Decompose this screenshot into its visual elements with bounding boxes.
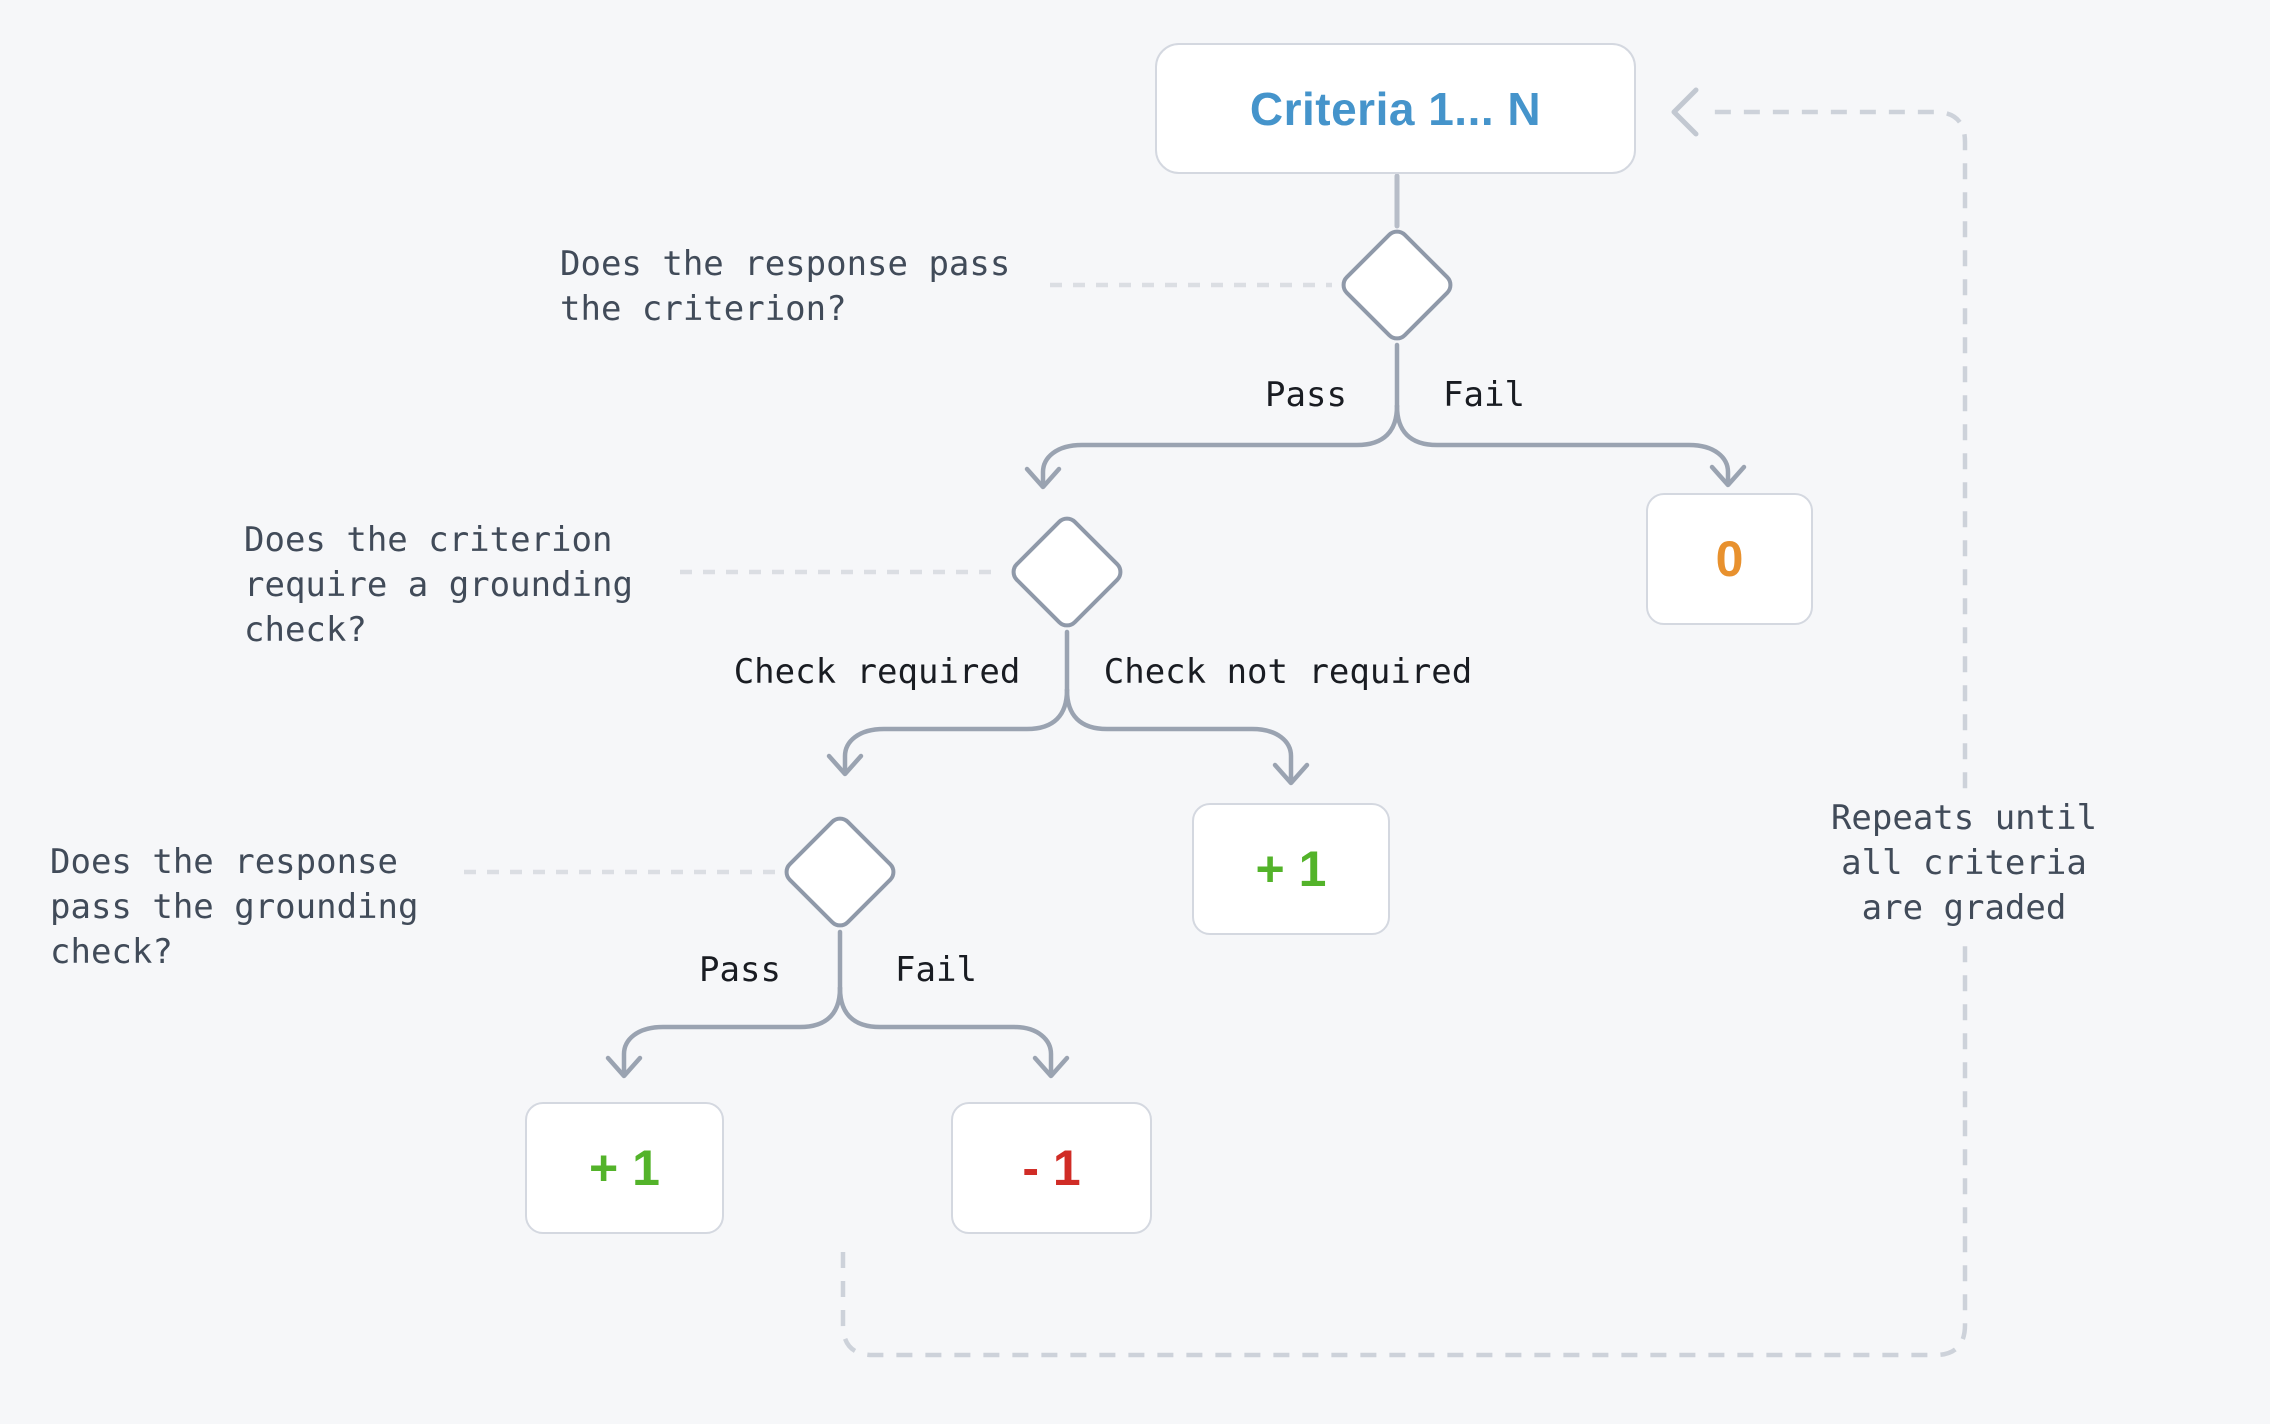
criteria-node: Criteria 1... N [1155, 43, 1636, 174]
question-grounding-required: Does the criterion require a grounding c… [244, 520, 633, 650]
loop-edge [840, 109, 1968, 1358]
decision3-diamond [784, 816, 896, 928]
arrowhead-down-icon [826, 753, 864, 777]
branch-label-fail-1: Fail [1443, 375, 1525, 415]
edge-decision2-check-required [842, 687, 1070, 773]
criteria-node-label: Criteria 1... N [1249, 82, 1542, 135]
question-grounding-pass: Does the response pass the grounding che… [50, 842, 419, 972]
decision1-diamond [1341, 229, 1453, 341]
branch-label-check-not-required: Check not required [1103, 652, 1473, 692]
edge-decision3-pass [621, 985, 843, 1075]
edge-decision2-check-not-required [1064, 687, 1294, 782]
decision2-diamond [1011, 516, 1123, 628]
branch-label-check-required: Check required [733, 652, 1021, 692]
score-plus-one-grounding-pass-label: + 1 [589, 1140, 660, 1196]
arrowhead-down-icon [1024, 466, 1062, 490]
branch-label-pass-1: Pass [1265, 375, 1347, 415]
score-minus-one-node: - 1 [951, 1102, 1152, 1234]
branch-label-pass-2: Pass [699, 950, 781, 990]
arrowhead-down-icon [1709, 464, 1747, 488]
edge-decision3-fail [837, 985, 1054, 1075]
score-plus-one-no-check-node: + 1 [1192, 803, 1390, 935]
arrowhead-down-icon [605, 1055, 643, 1079]
score-zero-node: 0 [1646, 493, 1813, 625]
branch-label-fail-2: Fail [895, 950, 977, 990]
arrowhead-left-icon [1671, 87, 1699, 137]
edge-decision1-fail [1394, 403, 1731, 484]
loop-note: Repeats until all criteria are graded [1811, 792, 2117, 935]
score-plus-one-no-check-label: + 1 [1255, 841, 1327, 897]
arrowhead-down-icon [1272, 762, 1310, 786]
edge-decision1-pass [1040, 403, 1400, 486]
score-minus-one-label: - 1 [1022, 1140, 1081, 1196]
score-zero-label: 0 [1715, 531, 1744, 587]
score-plus-one-grounding-pass-node: + 1 [525, 1102, 724, 1234]
arrowhead-down-icon [1032, 1055, 1070, 1079]
question-criterion-pass: Does the response pass the criterion? [560, 244, 1011, 329]
